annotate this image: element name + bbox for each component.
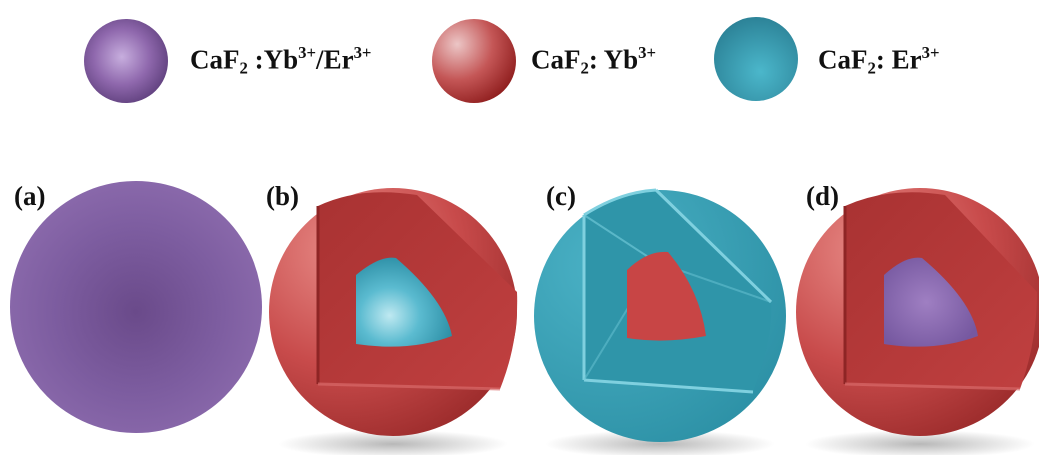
legend-sphere-red [432,19,516,103]
panel-label-b: (b) [266,181,299,211]
legend-sphere-teal [714,17,798,101]
shadow-c [545,430,775,455]
panel-label-d: (d) [806,181,839,211]
legend-label-codoped: CaF2 :Yb3+/Er3+ [190,43,372,78]
sphere-b [269,188,518,436]
panel-label-c: (c) [546,181,576,211]
legend-sphere-purple [84,19,168,103]
sphere-a [10,181,262,433]
shadow-b [278,430,508,455]
sphere-c [534,188,786,442]
sphere-d [796,188,1039,436]
legend-label-er: CaF2: Er3+ [818,43,940,78]
panel-label-a: (a) [14,181,46,211]
shadow-d [805,430,1035,455]
legend-label-yb: CaF2: Yb3+ [531,43,657,78]
